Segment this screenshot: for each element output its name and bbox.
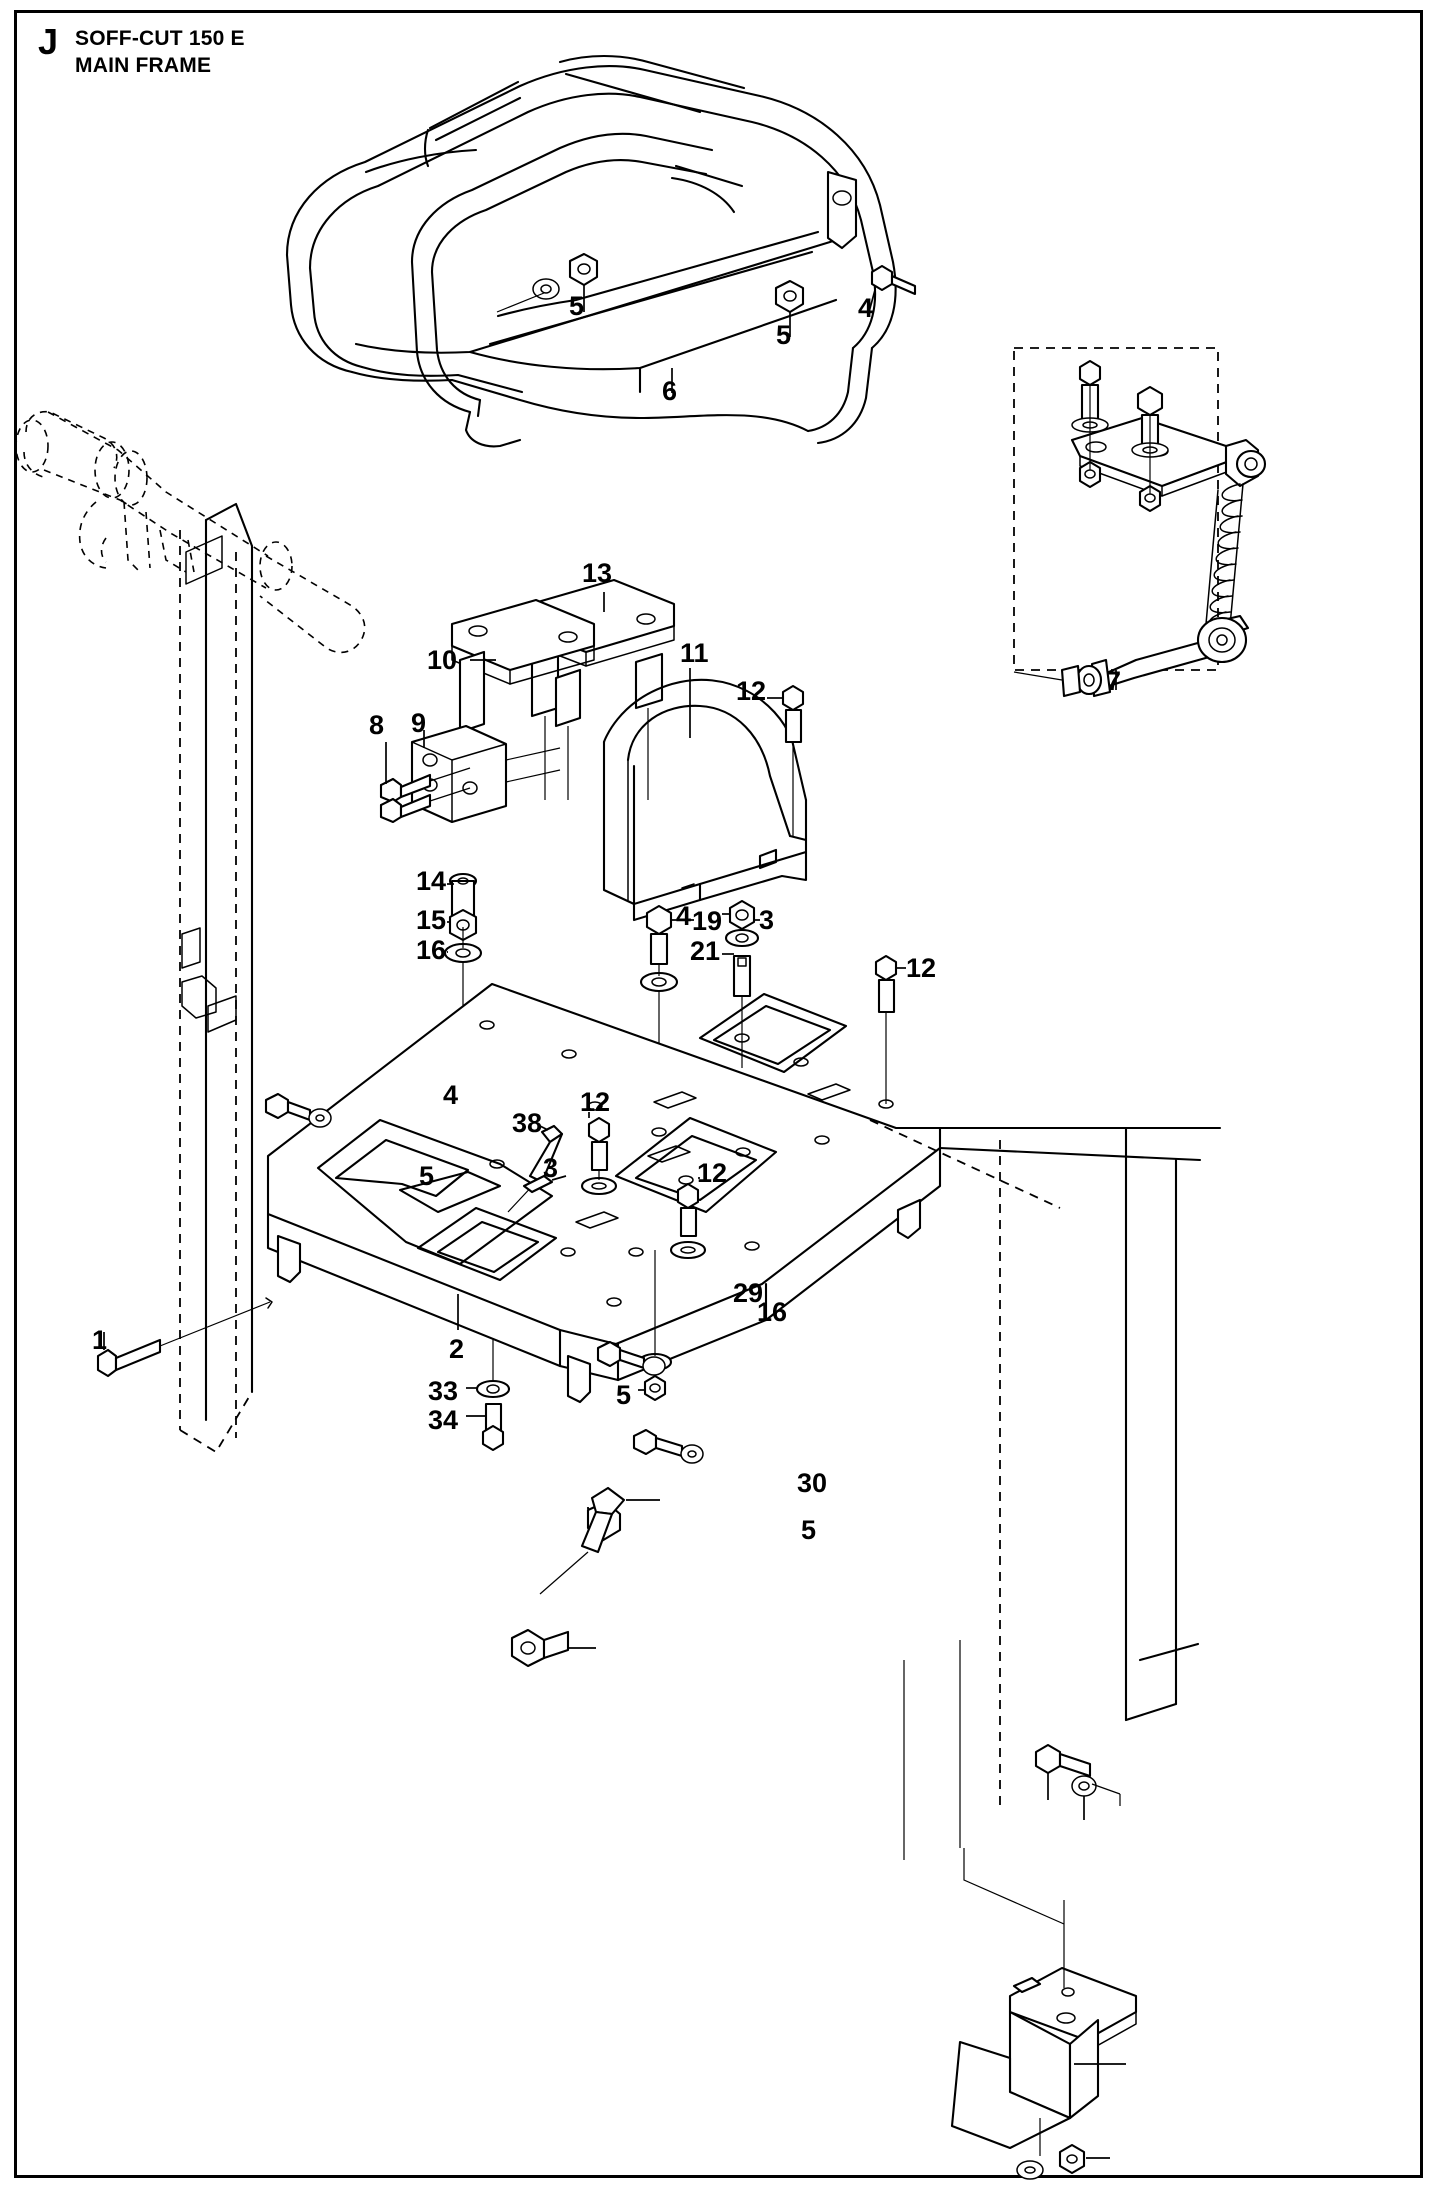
callout-10-bracket: 10 [427,645,458,675]
callout-4-plate: 4 [443,1080,459,1110]
callout-34-bolt: 34 [428,1405,459,1435]
callout-38-pin: 38 [512,1108,543,1138]
callout-16-washer: 16 [416,935,447,965]
callout-1-longbolt: 1 [92,1325,108,1355]
callout-19-nut: 19 [692,906,723,936]
callout-3-washer: 3 [759,905,775,935]
callout-12-plate-left: 12 [580,1087,611,1117]
callout-5-top: 5 [569,291,585,321]
callout-4-top: 4 [858,293,874,323]
callout-29-bolt: 29 [733,1278,764,1308]
page-border [14,10,1423,2178]
callout-5-bottom: 5 [616,1380,632,1410]
callout-9-block: 9 [411,708,427,738]
callout-6-frame: 6 [662,376,678,406]
callout-15-nut: 15 [416,905,447,935]
callout-2-baseplate: 2 [449,1334,465,1364]
title-block: J SOFF-CUT 150 E MAIN FRAME [38,24,245,77]
callout-11-guard: 11 [680,638,709,668]
callout-4-mid: 4 [676,901,692,931]
callout-12-upper: 12 [736,676,767,706]
callout-14-bolt: 14 [416,866,447,896]
callout-3-plate: 3 [543,1153,559,1183]
page-title: SOFF-CUT 150 E [75,27,245,50]
callout-5-right: 5 [776,320,792,350]
section-letter: J [38,21,58,62]
callout-12-plate-right: 12 [697,1158,728,1188]
callout-12-right: 12 [906,953,937,983]
callout-5-plate: 5 [419,1161,435,1191]
title-lines: SOFF-CUT 150 E MAIN FRAME [75,24,245,77]
callout-7-inset: 7 [1106,666,1122,696]
callout-16-washer-2: 16 [757,1297,788,1327]
page-subtitle: MAIN FRAME [75,53,212,77]
callout-21-stud: 21 [690,936,721,966]
callout-5-verybottom: 5 [801,1515,817,1545]
callout-8-screws: 8 [369,710,385,740]
callout-30-bracket: 30 [797,1468,828,1498]
callout-13-bracket: 13 [582,558,613,588]
callout-33-washer: 33 [428,1376,459,1406]
